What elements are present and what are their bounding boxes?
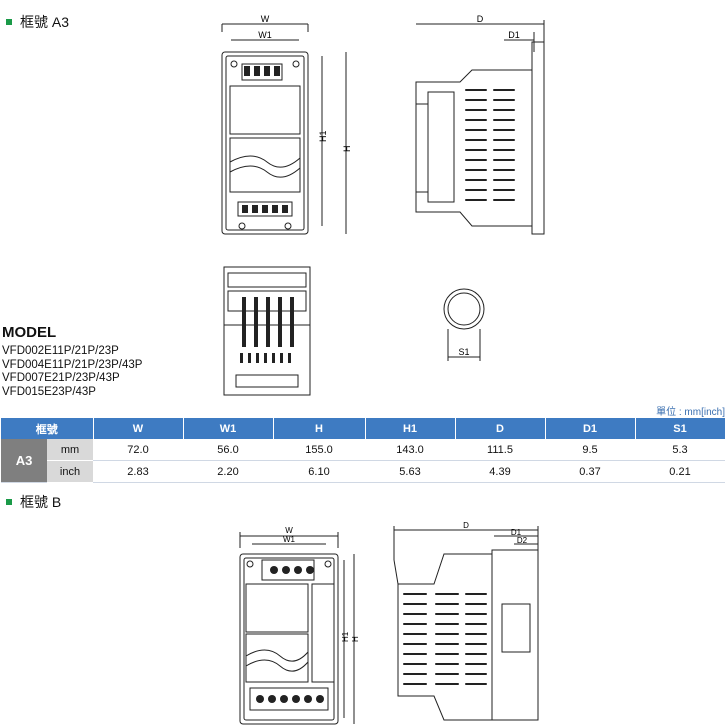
dim-d-label: D xyxy=(477,14,484,24)
model-heading: MODEL xyxy=(2,324,57,341)
b-side-view-drawing: D D1 D2 xyxy=(393,521,539,721)
dim-h-label: H xyxy=(351,636,360,642)
a3-vent-slots xyxy=(465,89,515,201)
table-cell: 111.5 xyxy=(455,439,545,461)
table-header: W xyxy=(93,418,184,439)
b-vent-slots xyxy=(403,593,487,685)
a3-bottom-view-drawing xyxy=(223,266,311,396)
table-cell: 6.10 xyxy=(273,460,365,483)
section-title-a3-text: 框號 A3 xyxy=(20,14,70,30)
model-line: VFD002E11P/21P/23P xyxy=(2,345,119,357)
a3-s1-hole-drawing: S1 xyxy=(443,288,485,361)
table-header: D1 xyxy=(545,418,636,439)
model-line: VFD015E23P/43P xyxy=(2,385,96,398)
dim-d1-label: D1 xyxy=(511,528,522,537)
table-header: H1 xyxy=(365,418,456,439)
unit-note: 單位 : mm[inch] xyxy=(656,407,725,418)
table-cell: 143.0 xyxy=(365,439,455,461)
dim-w1-label: W1 xyxy=(283,535,296,544)
bullet-icon xyxy=(6,19,12,25)
dim-h-label: H xyxy=(342,146,352,153)
table-cell: 4.39 xyxy=(455,460,545,483)
dim-w1-label: W1 xyxy=(258,30,272,40)
table-cell: 72.0 xyxy=(93,439,183,461)
table-cell: 9.5 xyxy=(545,439,635,461)
table-header: S1 xyxy=(635,418,726,439)
table-header: H xyxy=(273,418,366,439)
table-cell: 0.21 xyxy=(635,460,725,483)
model-block: MODEL VFD002E11P/21P/23P VFD004E11P/21P/… xyxy=(2,324,142,399)
unit-cell: inch xyxy=(47,460,93,483)
table-cell: 5.63 xyxy=(365,460,455,483)
dim-d1-label: D1 xyxy=(508,30,520,40)
table-cell: 0.37 xyxy=(545,460,635,483)
frame-cell: A3 xyxy=(1,439,47,483)
table-cell: 56.0 xyxy=(183,439,273,461)
table-cell: 2.83 xyxy=(93,460,183,483)
unit-cell: mm xyxy=(47,439,93,461)
section-title-b-text: 框號 B xyxy=(20,494,62,510)
dim-s1-label: S1 xyxy=(458,347,469,357)
dim-d-label: D xyxy=(463,521,469,530)
dim-d2-label: D2 xyxy=(517,536,528,545)
table-header: W1 xyxy=(183,418,274,439)
table-cell: 155.0 xyxy=(273,439,365,461)
model-line: VFD007E21P/23P/43P xyxy=(2,372,120,385)
table-row: inch 2.83 2.20 6.10 5.63 4.39 0.37 0.21 xyxy=(1,460,725,483)
table-header-row: 框號 W W1 H H1 D D1 S1 xyxy=(1,418,726,439)
table-cell: 5.3 xyxy=(635,439,725,461)
section-title-b: 框號 B xyxy=(6,492,61,512)
table-row: A3 mm 72.0 56.0 155.0 143.0 111.5 9.5 5.… xyxy=(1,439,725,483)
table-cell: 2.20 xyxy=(183,460,273,483)
a3-front-view-drawing: W W1 H1 H xyxy=(221,14,352,235)
dim-w-label: W xyxy=(285,526,293,535)
b-front-view-drawing: W W1 H1 H xyxy=(239,526,360,725)
a3-side-view-drawing: D D1 xyxy=(415,14,545,235)
bullet-icon xyxy=(6,499,12,505)
table-header: D xyxy=(455,418,546,439)
dim-w-label: W xyxy=(261,14,270,24)
dimension-table: 框號 W W1 H H1 D D1 S1 A3 mm 72.0 56.0 155… xyxy=(1,418,726,483)
section-title-a3: 框號 A3 xyxy=(6,12,69,32)
model-line: VFD004E11P/21P/23P/43P xyxy=(2,358,143,371)
table-header: 框號 xyxy=(1,418,94,439)
dim-h1-label: H1 xyxy=(341,631,350,642)
dim-h1-label: H1 xyxy=(318,130,328,142)
